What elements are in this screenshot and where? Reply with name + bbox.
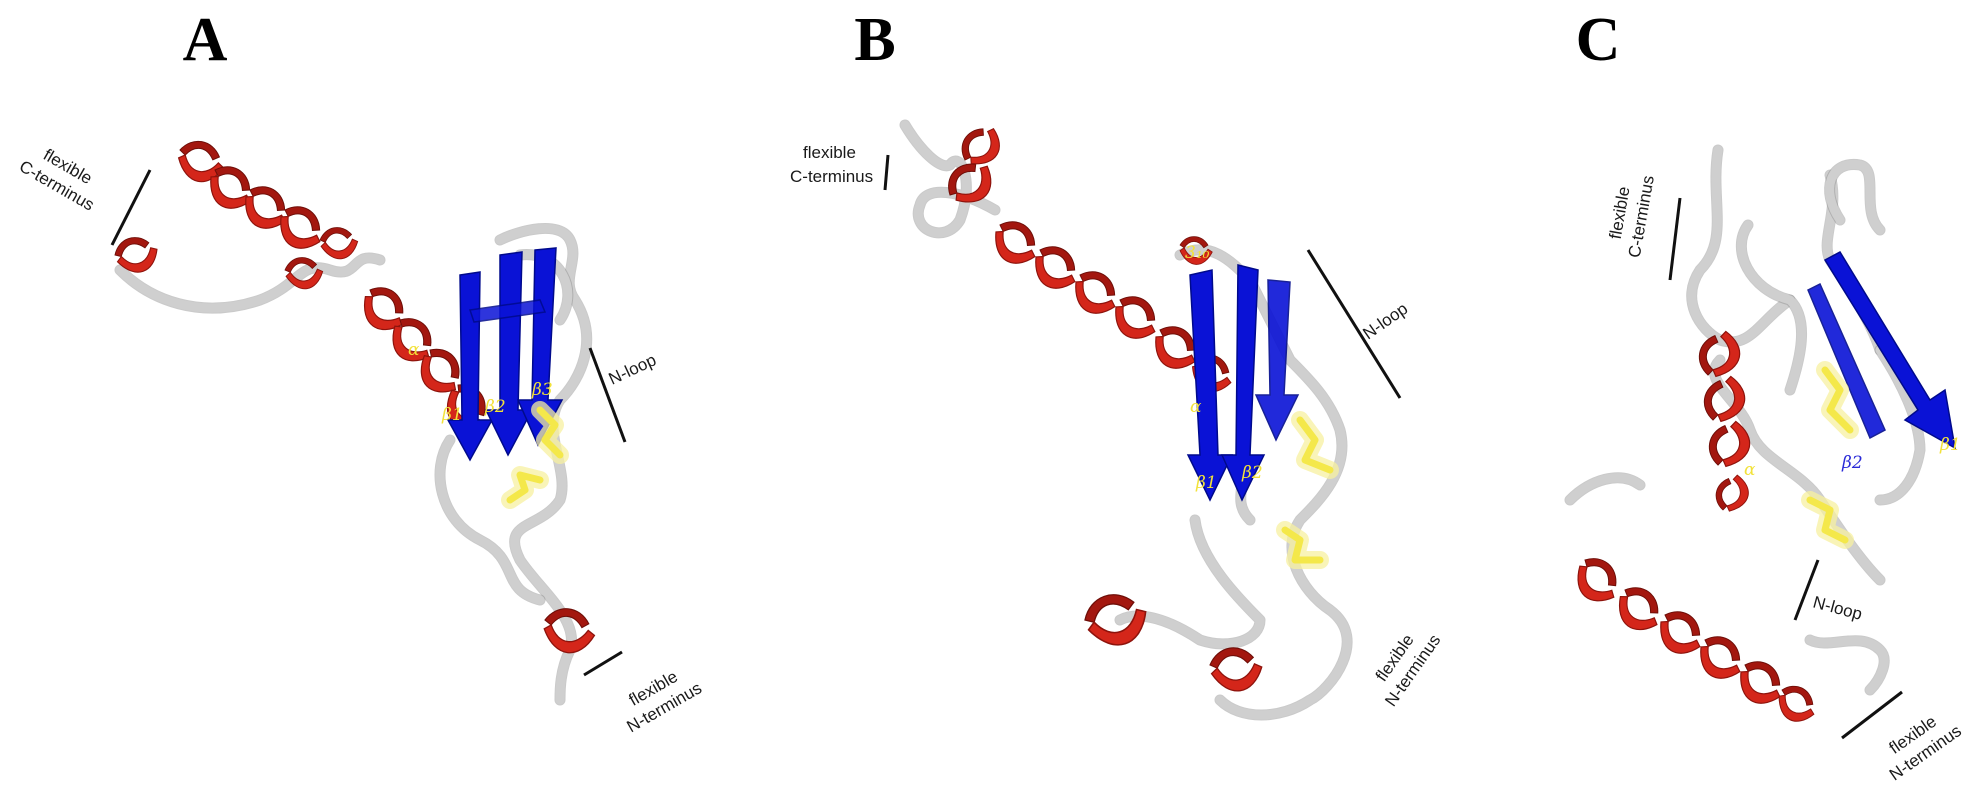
panel-b-disulfides — [1276, 411, 1339, 569]
panel-c-n-terminus-annotation: flexible N-terminus — [1886, 712, 1965, 785]
panel-c-n-terminus-bracket — [1841, 690, 1903, 740]
panel-c-alpha-label: α — [1744, 460, 1756, 480]
panel-a-n-loop-label: N-loop — [606, 350, 659, 388]
panel-b: B — [790, 6, 1445, 721]
panel-c-beta1-label: β1 — [1939, 435, 1961, 455]
panel-c-c-terminus-bracket — [1668, 197, 1682, 281]
panel-a-n-terminus-bracket — [583, 650, 623, 677]
panel-b-c-terminus-bracket — [883, 154, 890, 191]
panel-a-disulfides — [501, 401, 569, 509]
panel-a-beta2-label: β2 — [484, 397, 506, 417]
panel-c-n-loop-label: N-loop — [1811, 593, 1864, 624]
panel-b-beta-sheet — [1186, 264, 1300, 502]
panel-c-n-loop-bracket — [1793, 559, 1820, 621]
panel-b-letter: B — [854, 6, 895, 74]
panel-c-c-terminus-annotation: flexible C-terminus — [1606, 174, 1658, 259]
panel-c-letter: C — [1576, 6, 1621, 74]
panel-c-disulfides — [1801, 361, 1859, 549]
panel-b-alpha-label: α — [1190, 397, 1202, 417]
panel-a-c-terminus-bracket — [110, 169, 152, 246]
panel-b-n-terminus-annotation: flexible N-terminus — [1372, 631, 1445, 710]
panel-a-letter: A — [183, 6, 228, 74]
panel-b-beta2-label: β2 — [1241, 463, 1263, 483]
panel-c: C — [1564, 6, 1965, 785]
panel-a-alpha-label: α — [408, 340, 420, 360]
panel-a: A — [16, 6, 705, 736]
panel-a-n-loop-bracket — [588, 347, 627, 443]
panel-c-c-terminus-line2: C-terminus — [1625, 174, 1658, 259]
panel-b-beta1-label: β1 — [1195, 473, 1217, 493]
panel-b-n-loop-label: N-loop — [1359, 299, 1411, 343]
panel-c-beta-sheet — [1807, 251, 1957, 450]
panel-b-c-terminus-line1: flexible — [803, 143, 856, 162]
panel-b-c-terminus-line2: C-terminus — [790, 167, 873, 186]
panel-b-three-ten-label: 3₁₀ — [1185, 243, 1210, 263]
panel-a-n-terminus-annotation: flexible N-terminus — [624, 667, 705, 737]
panel-a-c-terminus-annotation: flexible C-terminus — [16, 145, 97, 215]
panel-b-n-loop-bracket — [1306, 249, 1402, 399]
panel-c-beta2-label: β2 — [1841, 453, 1863, 473]
panel-c-n-helix — [1566, 550, 1823, 729]
panel-a-beta3-label: β3 — [531, 380, 553, 400]
panel-b-c-terminus-annotation: flexible C-terminus — [790, 143, 873, 186]
panel-a-beta1-label: β1 — [441, 405, 463, 425]
panel-a-beta-sheet — [446, 247, 564, 462]
